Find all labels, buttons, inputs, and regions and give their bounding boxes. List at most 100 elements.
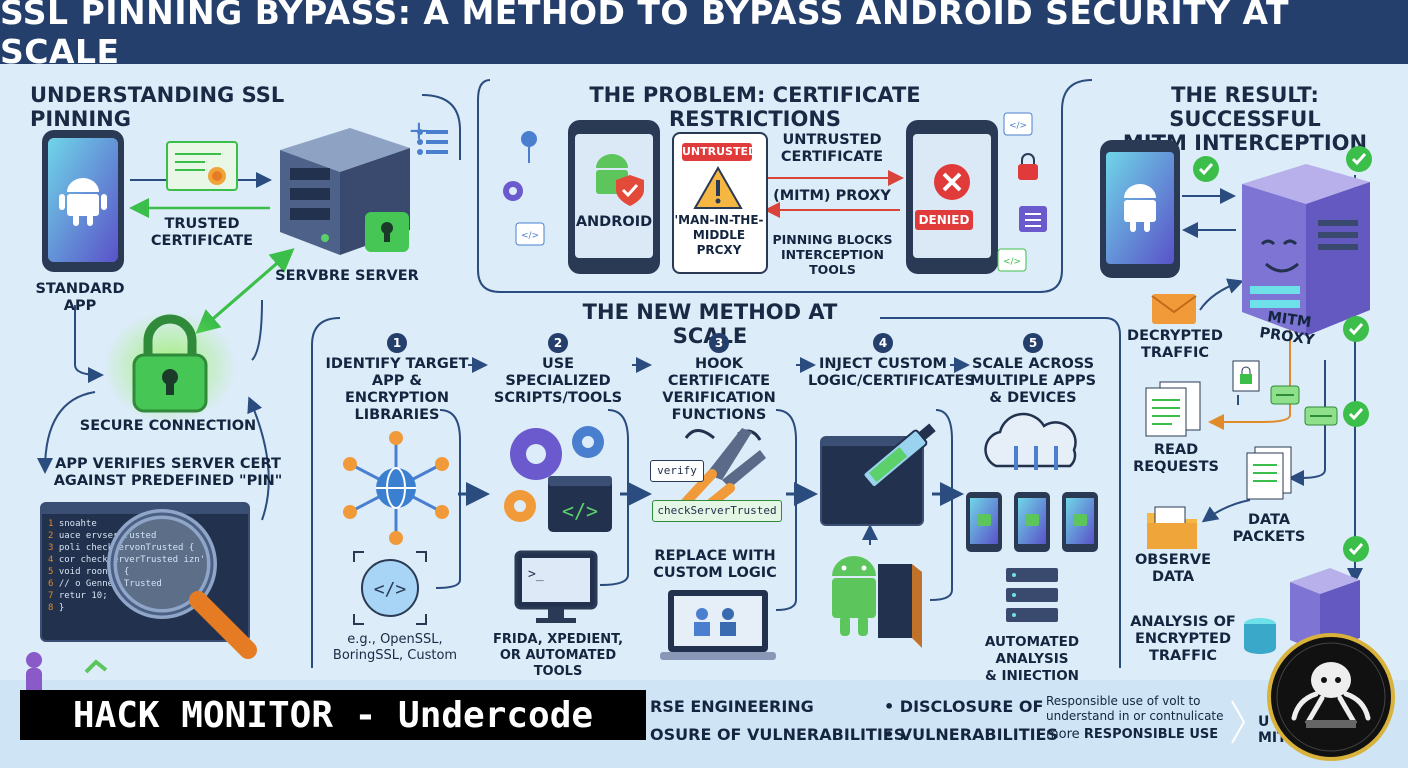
footer-item-disclosure: OSURE OF VULNERABILITIES <box>650 725 906 744</box>
packet-icon <box>1304 406 1338 426</box>
svg-text:</>: </> <box>1009 121 1027 131</box>
responsible-prefix: more <box>1046 727 1084 742</box>
check-icon <box>1346 146 1372 172</box>
network-node-icon <box>521 131 537 163</box>
envelope-icon <box>1151 294 1197 324</box>
gears-icon: </> <box>504 426 612 532</box>
footer-item-reverse: RSE ENGINEERING <box>650 697 814 716</box>
svg-text:</>: </> <box>521 231 539 241</box>
code-tag-icon: </> <box>997 248 1027 272</box>
code-line: 8 } <box>48 603 65 613</box>
documents-icon <box>1145 381 1201 437</box>
responsible-use-bold: RESPONSIBLE USE <box>1083 727 1219 742</box>
network-hub-icon <box>343 431 449 545</box>
footer-item-vulnerabilities: • VULNERABILITIES <box>884 725 1059 744</box>
decrypted-traffic-label: DECRYPTED TRAFFIC <box>1127 328 1223 361</box>
standard-app-label: STANDARD APP <box>35 281 125 314</box>
step-label: IDENTIFY TARGET APP & ENCRYPTION LIBRARI… <box>325 356 469 423</box>
responsible-use-line: more RESPONSIBLE USE <box>1046 727 1218 742</box>
android-label: ANDROID <box>575 214 653 230</box>
code-line: 1 snoahte <box>48 519 97 529</box>
step-3: 3 HOOK CERTIFICATE VERIFICATION FUNCTION… <box>644 333 794 424</box>
watermark-banner: HACK MONITOR - Undercode <box>20 690 646 740</box>
folder-icon <box>1147 506 1197 549</box>
certificate-icon <box>166 141 238 191</box>
step-number: 2 <box>548 333 568 353</box>
magnifier-icon <box>107 509 257 659</box>
untrusted-badge: UNTRUSTED <box>682 143 757 161</box>
check-icon <box>1343 536 1369 562</box>
code-line: 6 // o Genner Trusted <box>48 579 162 589</box>
responsible-text: Responsible use of volt to understand in… <box>1046 694 1224 723</box>
analysis-label: ANALYSIS OF ENCRYPTED TRAFFIC <box>1130 614 1236 664</box>
document-icon <box>1019 206 1047 232</box>
warning-icon <box>693 166 743 209</box>
step-label: HOOK CERTIFICATE VERIFICATION FUNCTIONS <box>662 356 776 423</box>
verify-tag: verify <box>650 460 704 482</box>
step-label: INJECT CUSTOM LOGIC/CERTIFICATES <box>808 356 975 389</box>
step-label: USE SPECIALIZED SCRIPTS/TOOLS <box>493 356 623 406</box>
trusted-certificate-label: TRUSTED CERTIFICATE <box>150 216 254 249</box>
step-4: 4 INJECT CUSTOM LOGIC/CERTIFICATES <box>808 333 975 390</box>
footer-item-disclosure-of: • DISCLOSURE OF <box>884 697 1044 716</box>
result-phone-icon <box>1100 140 1180 278</box>
laptop-icon <box>660 590 776 660</box>
svg-text:</>: </> <box>562 499 598 523</box>
check-icon <box>1343 401 1369 427</box>
chevron-right-icon <box>1231 700 1246 744</box>
code-line: 2 uace ervserTrusted <box>48 531 157 541</box>
check-server-tag: checkServerTrusted <box>652 500 782 522</box>
step-number: 3 <box>709 333 729 353</box>
blocked-phone-icon <box>906 120 998 274</box>
libraries-text: e.g., OpenSSL, BoringSSL, Custom <box>332 632 458 663</box>
lock-icon <box>104 311 236 423</box>
mitm-label: (MITM) PROXY <box>773 188 891 204</box>
read-requests-label: READ REQUESTS <box>1133 442 1219 475</box>
untrusted-certificate-label: UNTRUSTED CERTIFICATE <box>780 132 884 165</box>
mitm-proxy-text: 'MAN-IN-THE- MIDDLE PRCXY <box>674 213 764 257</box>
android-phone-icon <box>568 120 660 274</box>
svg-text:</>: </> <box>1003 257 1021 267</box>
code-line: 4 cor checkServerTrusted izn'); <box>48 555 216 565</box>
smartphone-icon <box>42 130 124 272</box>
code-tag-icon: </> <box>515 222 545 246</box>
code-line: 3 poli checkServonTrusted { <box>48 543 194 553</box>
packet-icon <box>1270 385 1300 405</box>
cloud-icon <box>984 412 1077 470</box>
padlock-icon <box>1018 153 1038 180</box>
server-stack-icon <box>1244 568 1360 654</box>
pliers-icon <box>681 428 766 508</box>
android-door-icon <box>832 556 922 648</box>
code-line: 7 retur 10; <box>48 591 108 601</box>
step-number: 5 <box>1023 333 1043 353</box>
automated-analysis-label: AUTOMATED ANALYSIS & INJECTION <box>984 634 1080 684</box>
check-icon <box>1193 156 1219 182</box>
secure-connection-label: SECURE CONNECTION <box>79 418 257 434</box>
step-label: SCALE ACROSS MULTIPLE APPS & DEVICES <box>969 356 1097 406</box>
check-icon <box>1343 316 1369 342</box>
octopus-logo <box>1267 633 1395 761</box>
server-rack-icon <box>1006 568 1058 622</box>
syringe-icon <box>849 423 936 498</box>
packets-doc-icon <box>1246 446 1292 500</box>
denied-badge: DENIED <box>915 210 973 230</box>
device-grid-icon <box>966 492 1098 552</box>
pinning-blocks-label: PINNING BLOCKS INTERCEPTION TOOLS <box>772 232 893 277</box>
replace-logic-label: REPLACE WITH CUSTOM LOGIC <box>653 548 777 581</box>
locked-doc-icon <box>1232 360 1260 392</box>
code-circle-icon: </> <box>353 551 427 625</box>
server-icon <box>280 128 410 255</box>
terminal-icon: >_ <box>514 550 598 623</box>
list-icon <box>417 129 448 155</box>
verify-text: APP VERIFIES SERVER CERT AGAINST PREDEFI… <box>53 456 283 489</box>
svg-text:>_: >_ <box>528 567 544 582</box>
code-tag-icon: </> <box>1003 112 1033 136</box>
step-number: 1 <box>387 333 407 353</box>
server-label: SERVBRE SERVER <box>275 268 419 284</box>
gear-icon <box>503 181 523 201</box>
step-number: 4 <box>873 333 893 353</box>
tools-text: FRIDA, XPEDIENT, OR AUTOMATED TOOLS <box>492 632 624 679</box>
page-title: SSL PINNING BYPASS: A METHOD TO BYPASS A… <box>0 0 1408 71</box>
step-2: 2 USE SPECIALIZED SCRIPTS/TOOLS <box>488 333 628 407</box>
step-5: 5 SCALE ACROSS MULTIPLE APPS & DEVICES <box>966 333 1100 407</box>
